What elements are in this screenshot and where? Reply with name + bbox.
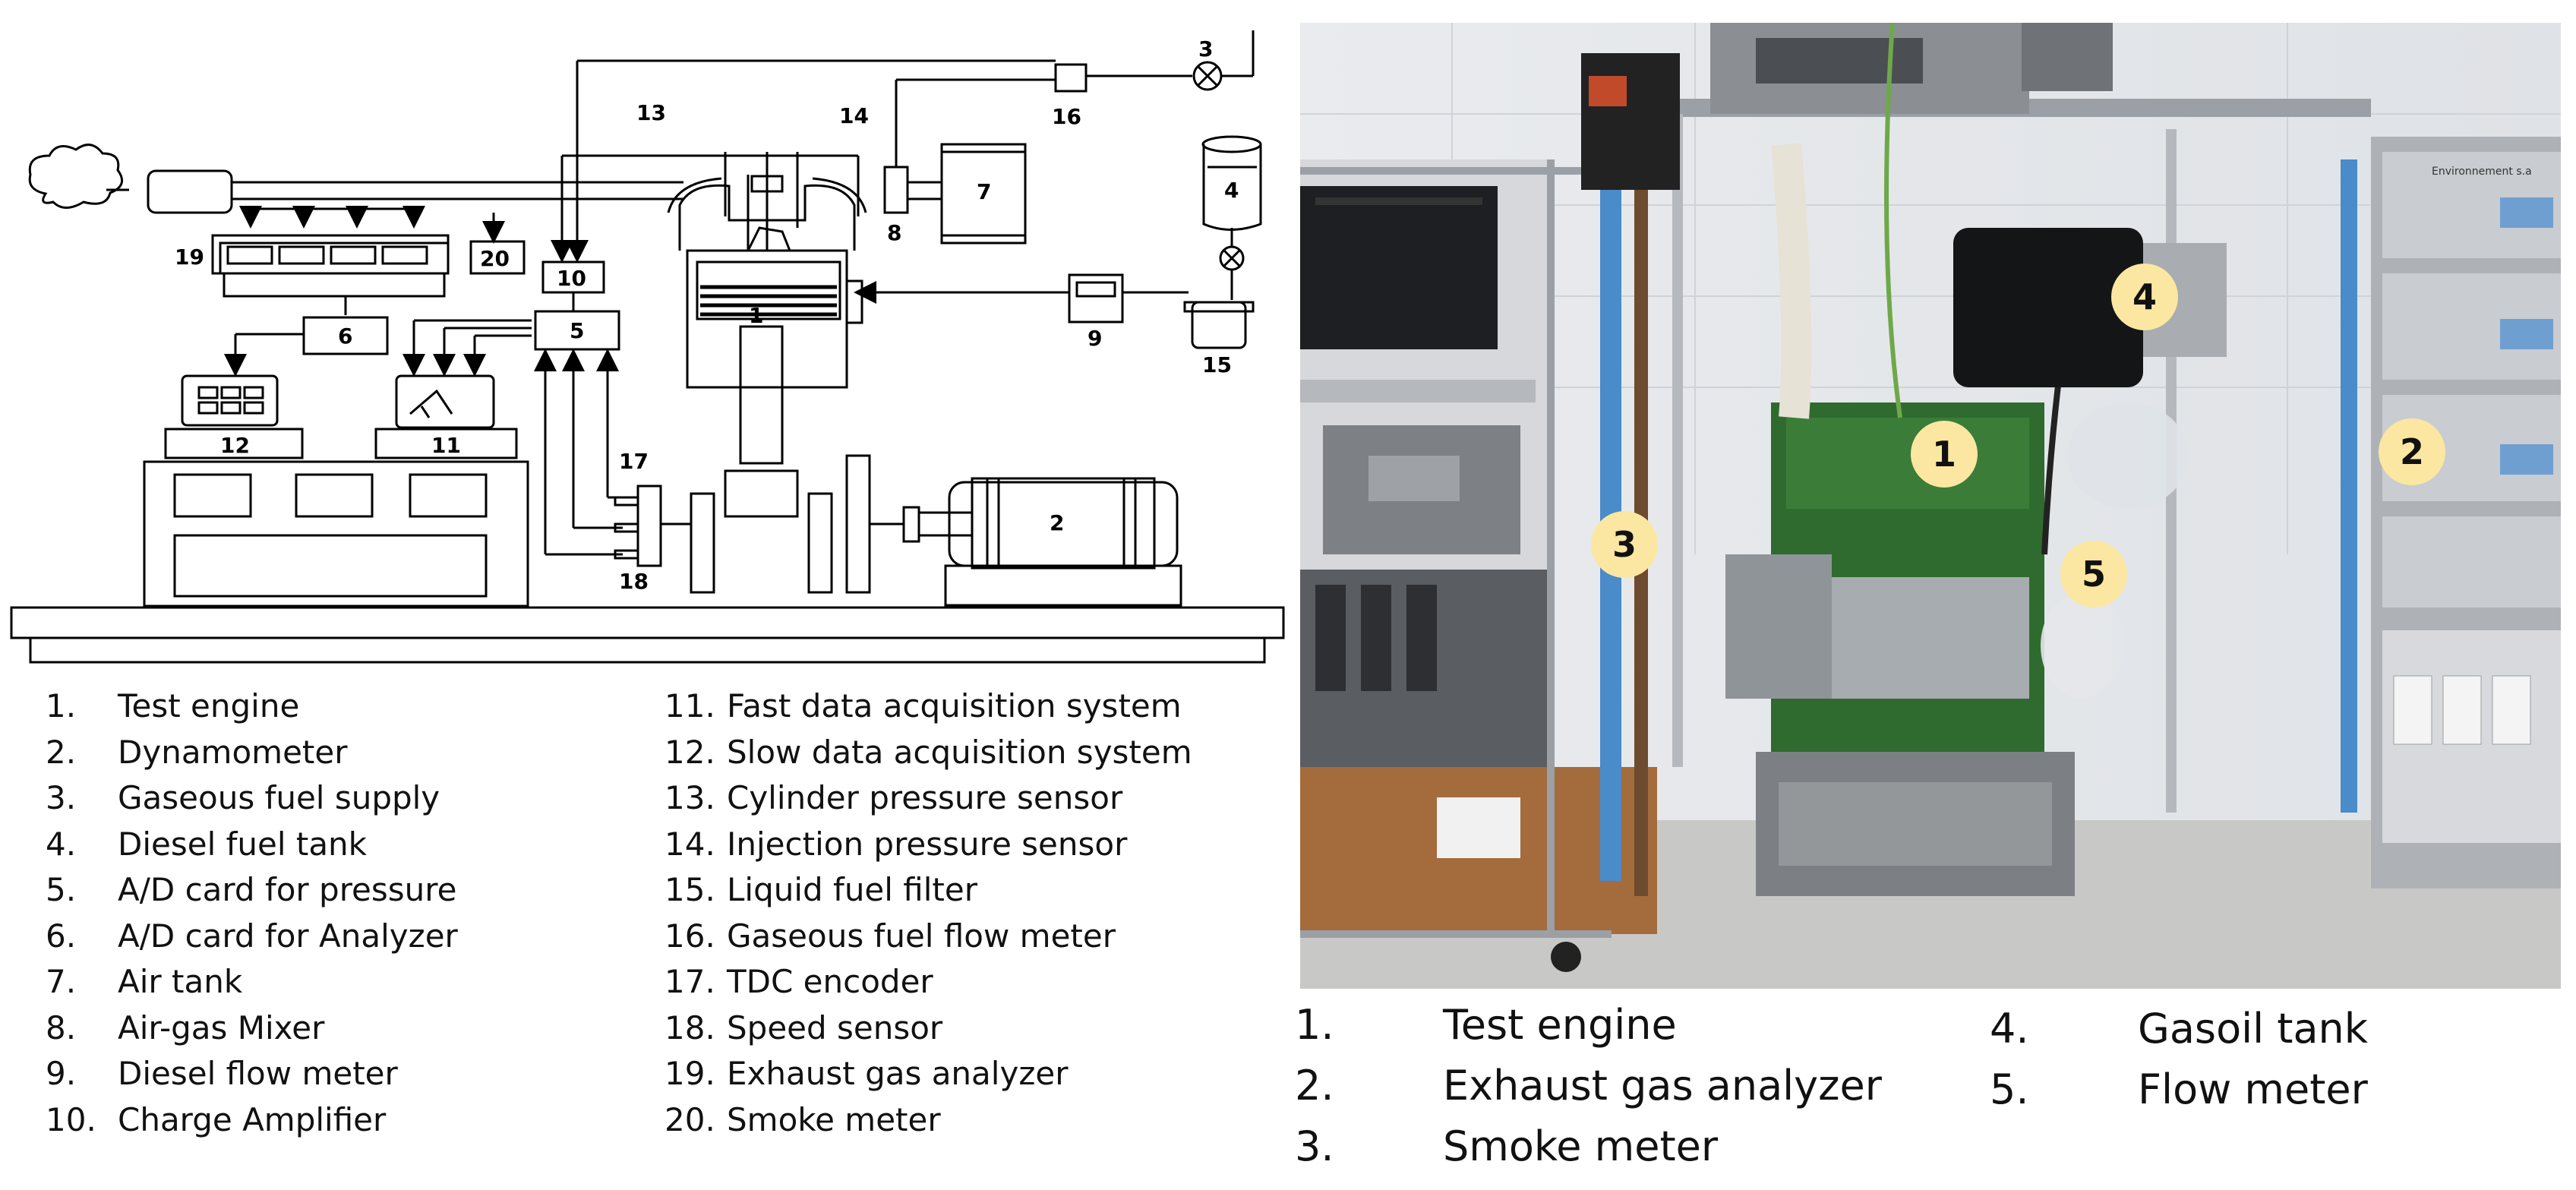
callout-20: 20 [480,246,510,271]
callout-7: 7 [977,179,991,204]
legend-column-1: 1.Test engine 2.Dynamometer 3.Gaseous fu… [46,683,458,1143]
photo-marker-2: 2 [2400,431,2424,472]
callout-3: 3 [1198,36,1213,62]
photo-marker-4: 4 [2132,276,2157,317]
legend-item: 2.Exhaust gas analyzer [1295,1062,1882,1110]
legend-item: 15.Liquid fuel filter [665,871,977,908]
callout-16: 16 [1052,104,1081,129]
legend-item: 18.Speed sensor [665,1009,943,1046]
schematic-legend: 1.Test engine 2.Dynamometer 3.Gaseous fu… [46,683,1291,1154]
test-bench-schematic: 1 2 3 4 5 6 7 8 9 10 11 12 13 14 15 16 1… [10,30,1285,664]
photo-marker-1: 1 [1932,434,1956,475]
callout-2: 2 [1050,510,1064,535]
legend-item: 4.Gasoil tank [1990,1005,2369,1053]
legend-item: 13.Cylinder pressure sensor [665,779,1123,816]
legend-item: 4.Diesel fuel tank [46,825,368,863]
legend-item: 16.Gaseous fuel flow meter [665,917,1116,955]
legend-item: 12.Slow data acquisition system [665,733,1192,771]
test-bench-photo: Environnement s.a 3 1 4 5 2 [1300,23,2561,989]
legend-item: 9.Diesel flow meter [46,1055,398,1092]
legend-item: 3.Gaseous fuel supply [46,779,440,816]
callout-1: 1 [749,303,763,328]
callout-10: 10 [557,266,586,291]
callout-15: 15 [1202,352,1232,377]
legend-item: 2.Dynamometer [46,733,348,771]
legend-item: 3.Smoke meter [1295,1122,1719,1170]
legend-item: 14.Injection pressure sensor [665,825,1128,863]
callout-9: 9 [1088,326,1102,351]
callout-11: 11 [431,433,461,458]
callout-19: 19 [175,245,204,270]
legend-item: 6.A/D card for Analyzer [46,917,458,955]
legend-item: 17.TDC encoder [665,963,933,1000]
callout-8: 8 [887,220,901,245]
legend-item: 5.A/D card for pressure [46,871,457,908]
photo-marker-3: 3 [1612,524,1637,565]
legend-item: 1.Test engine [46,687,300,724]
analyzer-brand-label: Environnement s.a [2432,166,2532,178]
photo-legend: 1.Test engine 2.Exhaust gas analyzer 3.S… [1295,995,2571,1188]
callout-4: 4 [1224,178,1239,203]
legend-item: 7.Air tank [46,963,243,1000]
legend-item: 1.Test engine [1295,1001,1677,1049]
legend-item: 8.Air-gas Mixer [46,1009,325,1046]
callout-18: 18 [619,569,649,594]
photo-marker-5: 5 [2082,554,2106,595]
legend-item: 11.Fast data acquisition system [665,687,1182,724]
callout-12: 12 [220,433,250,458]
callout-14: 14 [839,103,869,128]
legend-item: 19.Exhaust gas analyzer [665,1055,1069,1092]
callout-5: 5 [570,318,584,343]
legend-item: 5.Flow meter [1990,1065,2368,1113]
legend-item: 20.Smoke meter [665,1100,941,1138]
legend-column-2: 11.Fast data acquisition system 12.Slow … [665,683,1192,1143]
callout-17: 17 [619,449,649,474]
legend-item: 10.Charge Amplifier [46,1100,387,1138]
callout-6: 6 [338,324,352,349]
callout-13: 13 [636,100,666,125]
